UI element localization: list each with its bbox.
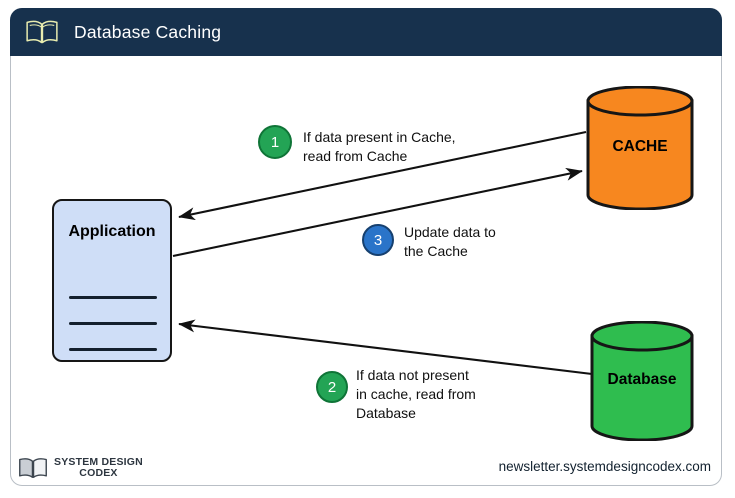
step-label-2: If data not present in cache, read from … <box>356 367 476 421</box>
cache-node[interactable]: CACHE <box>585 85 695 211</box>
footer-logo: SYSTEM DESIGN CODEX <box>18 456 143 480</box>
database-cylinder-shape <box>590 320 694 442</box>
application-content-line <box>69 322 157 325</box>
step-label-3: Update data to the Cache <box>404 224 496 259</box>
footer-logo-text: SYSTEM DESIGN CODEX <box>54 455 143 479</box>
application-node[interactable]: Application <box>52 199 172 362</box>
cache-label: CACHE <box>612 138 668 155</box>
open-book-icon-svg <box>19 458 47 478</box>
step-label-1: If data present in Cache, read from Cach… <box>303 129 456 164</box>
page-title: Database Caching <box>74 21 222 42</box>
step-badge-3[interactable]: 3 <box>362 224 394 256</box>
footer-url: newsletter.systemdesigncodex.com <box>498 459 711 474</box>
step-badge-2[interactable]: 2 <box>316 371 348 403</box>
step-badge-1[interactable]: 1 <box>258 125 292 159</box>
open-book-icon <box>18 456 48 480</box>
application-content-line <box>69 296 157 299</box>
open-book-icon-svg <box>26 20 58 44</box>
database-node[interactable]: Database <box>589 320 695 442</box>
database-label: Database <box>607 371 677 388</box>
cache-cylinder-shape <box>586 85 694 211</box>
open-book-icon <box>24 18 60 46</box>
application-content-line <box>69 348 157 351</box>
header-bar: Database Caching <box>10 8 722 56</box>
application-label: Application <box>68 223 156 240</box>
